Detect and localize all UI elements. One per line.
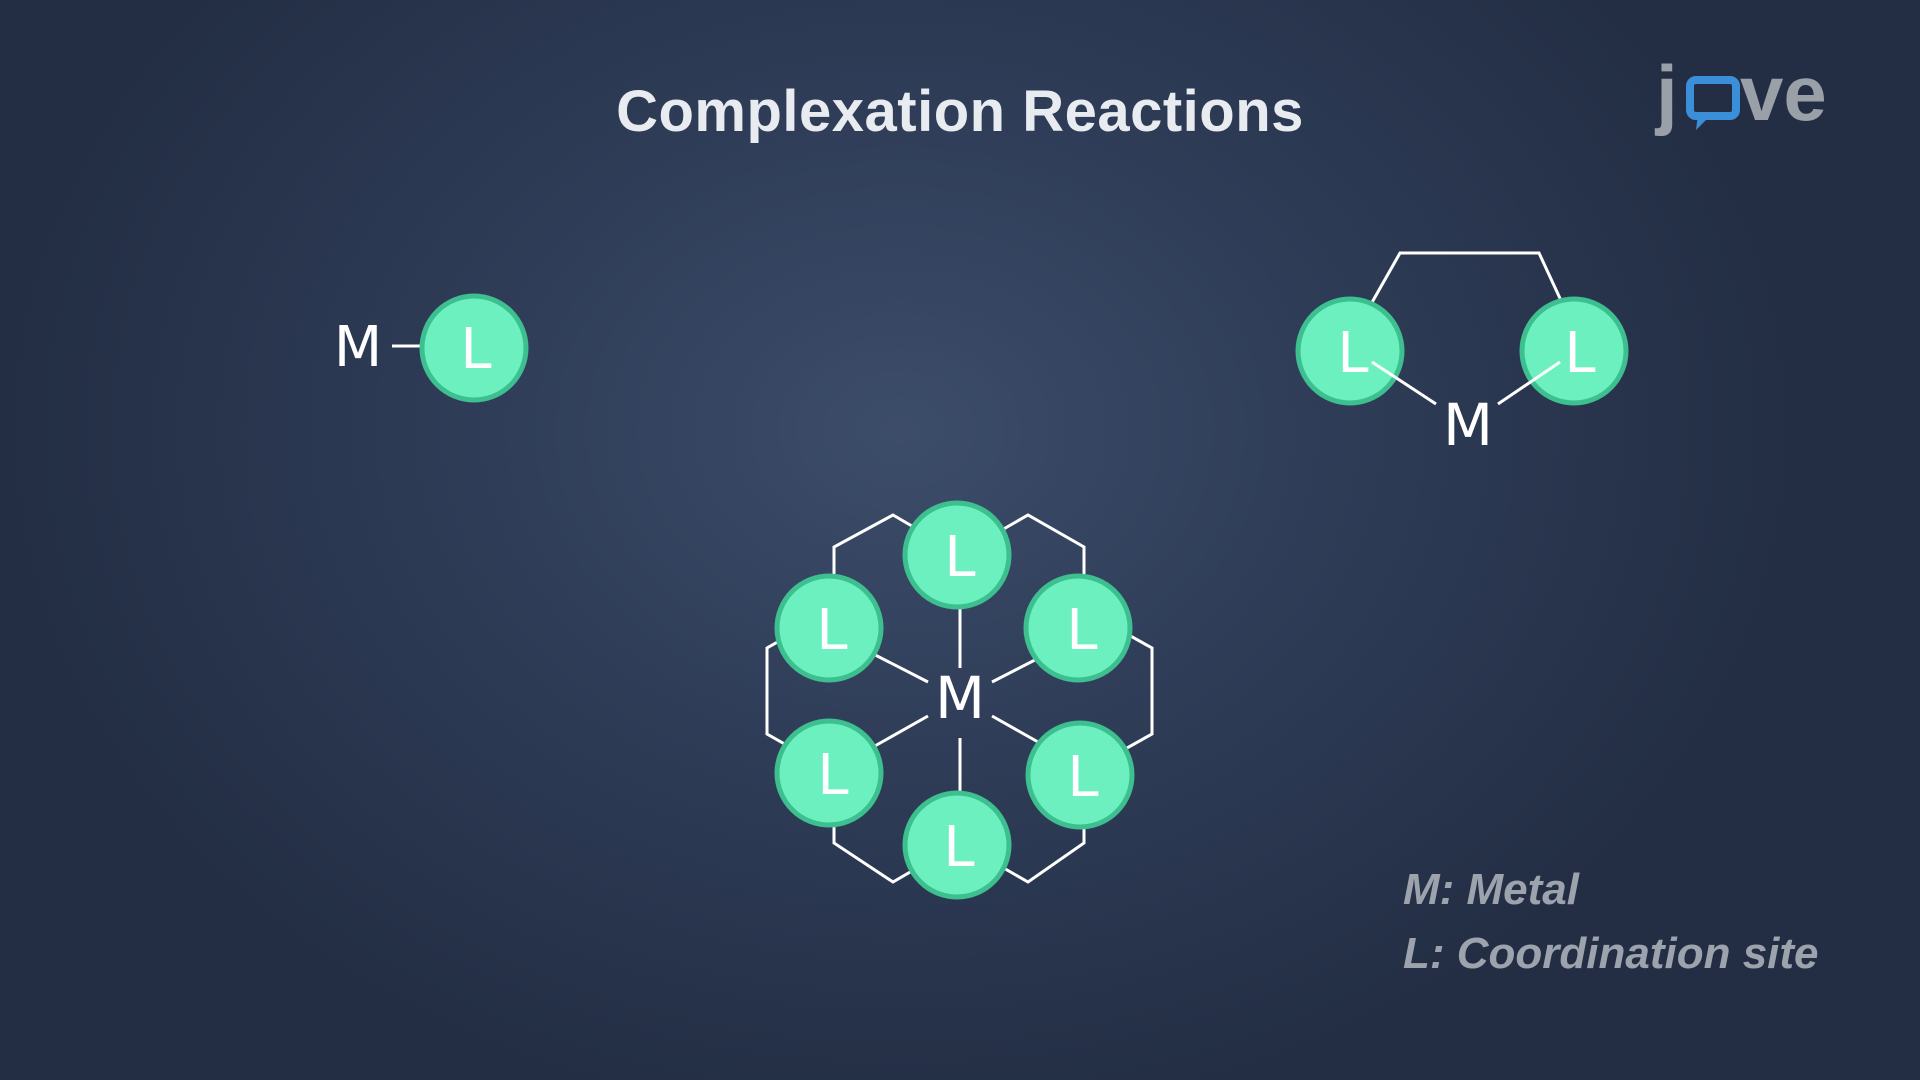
ligand-circle: [1023, 573, 1133, 683]
ligand-circle: [1519, 296, 1629, 406]
ligand-symbol: L: [943, 815, 974, 880]
speech-bubble-icon: [1686, 76, 1740, 130]
hexadentate-complex: L L L L L L M: [765, 500, 1154, 900]
ligand-symbol: L: [1066, 598, 1097, 663]
svg-text:ve: ve: [1740, 50, 1827, 137]
ligand-backbone: [1360, 251, 1572, 321]
page-title: Complexation Reactions: [616, 79, 1304, 144]
bond-line: [1497, 360, 1561, 406]
ligand-circle: [419, 293, 529, 403]
ligand-ring: [765, 513, 1154, 884]
metal-symbol: M: [1443, 391, 1493, 459]
ligand-symbol: L: [460, 317, 491, 382]
svg-text:j: j: [1654, 50, 1678, 137]
bidentate-complex: L L M: [1295, 251, 1629, 459]
jove-logo: j ve: [1652, 49, 1832, 150]
monodentate-complex: L M: [334, 293, 529, 403]
metal-symbol: M: [334, 315, 382, 380]
ligand-symbol: L: [1067, 745, 1098, 810]
ligand-circle: [902, 500, 1012, 610]
ligand-circle: [774, 573, 884, 683]
ligand-circle: [1295, 296, 1405, 406]
ligand-symbol: L: [816, 598, 847, 663]
ligand-symbol: L: [944, 525, 975, 590]
ligand-symbol: L: [817, 743, 848, 808]
ligand-circle: [1025, 720, 1135, 830]
legend: M: Metal L: Coordination site: [1403, 858, 1819, 986]
legend-metal: M: Metal: [1403, 865, 1579, 914]
ligand-circle: [774, 718, 884, 828]
metal-symbol: M: [935, 664, 985, 732]
legend-ligand: L: Coordination site: [1403, 929, 1819, 978]
bond-line: [1371, 360, 1437, 406]
ligand-symbol: L: [1564, 321, 1595, 386]
ligand-symbol: L: [1337, 321, 1368, 386]
ligand-circle: [902, 790, 1012, 900]
